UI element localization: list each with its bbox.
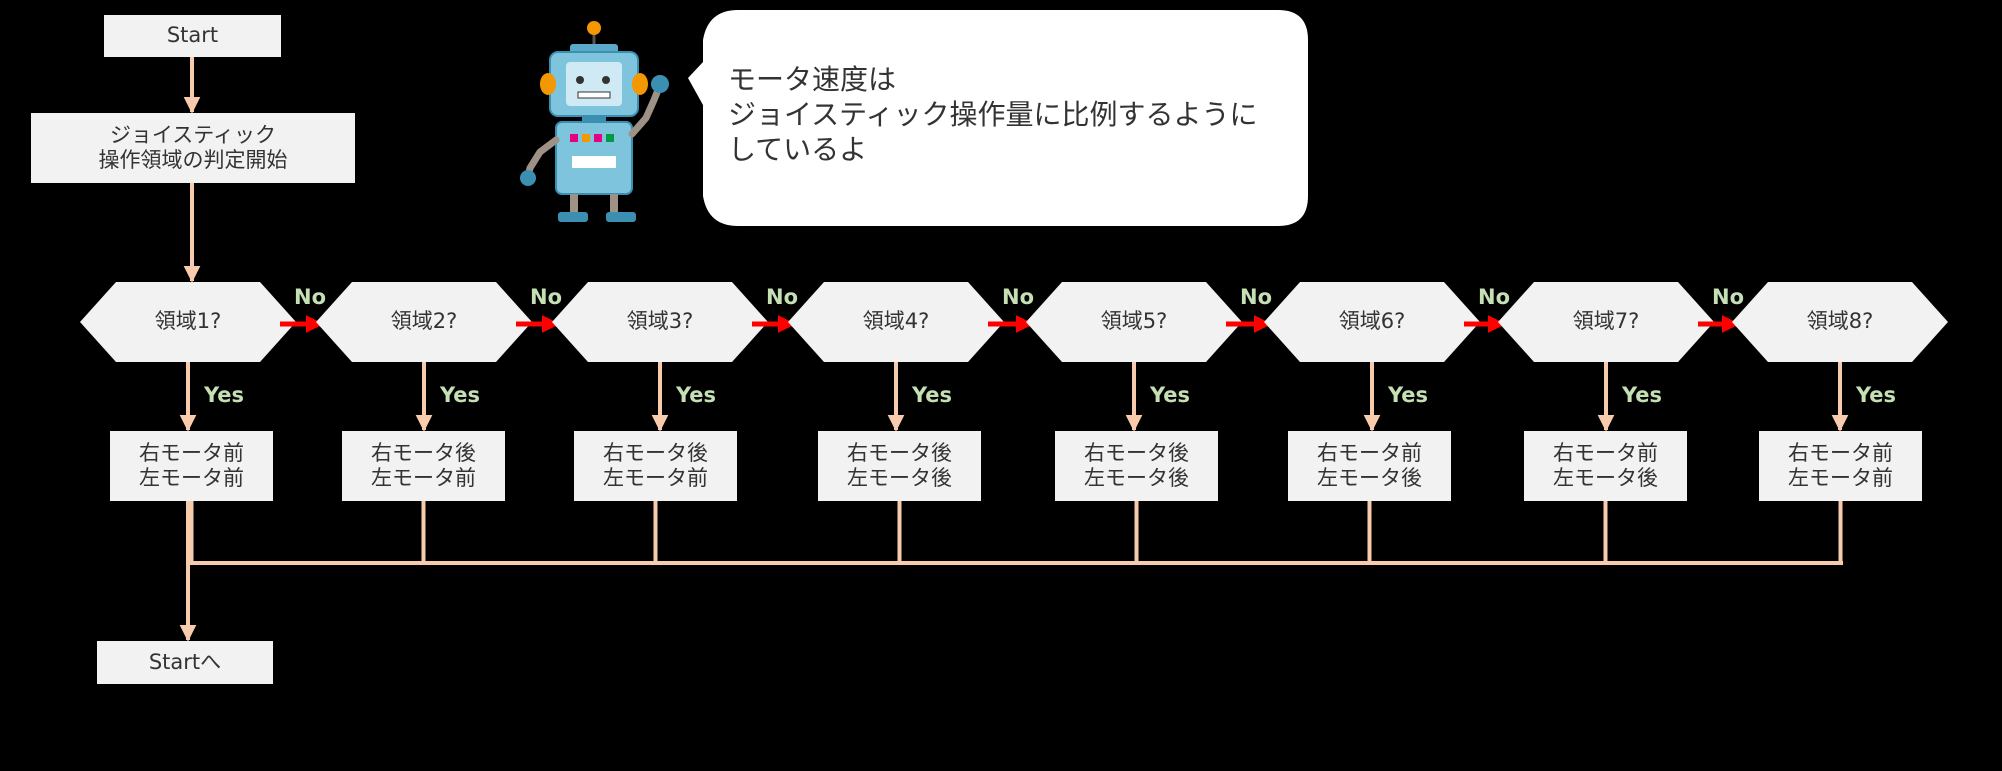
- decision-region-6-label: 領域6?: [1338, 309, 1406, 334]
- action-box-4-label: 右モータ後 左モータ後: [818, 431, 981, 501]
- no-label-5: No: [1240, 285, 1273, 309]
- yes-label-8: Yes: [1856, 383, 1897, 407]
- action-box-6-label: 右モータ前 左モータ後: [1288, 431, 1451, 501]
- speech-line-1: モータ速度は: [728, 63, 897, 96]
- action-box-7-label: 右モータ前 左モータ後: [1524, 431, 1687, 501]
- end-terminal: [97, 641, 273, 684]
- no-label-6: No: [1478, 285, 1511, 309]
- decision-region-1-label: 領域1?: [154, 309, 222, 334]
- decision-region-7-label: 領域7?: [1572, 309, 1640, 334]
- decision-region-7: [1498, 282, 1714, 362]
- decision-region-3-label: 領域3?: [626, 309, 694, 334]
- decision-region-2: [316, 282, 532, 362]
- decision-region-5-label: 領域5?: [1100, 309, 1168, 334]
- yes-label-2: Yes: [440, 383, 481, 407]
- decision-region-1: [80, 282, 296, 362]
- speech-bubble-text: モータ速度は ジョイスティック操作量に比例するように しているよ: [728, 62, 1308, 167]
- robot-character-icon: [520, 21, 669, 222]
- decision-region-3: [552, 282, 768, 362]
- decision-region-8-label: 領域8?: [1806, 309, 1874, 334]
- yes-label-3: Yes: [676, 383, 717, 407]
- decision-region-8: [1732, 282, 1948, 362]
- action-box-8-label: 右モータ前 左モータ前: [1759, 431, 1922, 501]
- no-label-4: No: [1002, 285, 1035, 309]
- action-box-2-label: 右モータ後 左モータ前: [342, 431, 505, 501]
- action-box-3-label: 右モータ後 左モータ前: [574, 431, 737, 501]
- yes-label-1: Yes: [204, 383, 245, 407]
- process-label: ジョイスティック 操作領域の判定開始: [98, 122, 288, 172]
- yes-label-5: Yes: [1150, 383, 1191, 407]
- no-label-2: No: [530, 285, 563, 309]
- speech-line-2: ジョイスティック操作量に比例するように: [728, 98, 1258, 131]
- action-box-1-label: 右モータ前 左モータ前: [110, 431, 273, 501]
- speech-line-3: しているよ: [728, 133, 868, 166]
- decision-region-4-label: 領域4?: [862, 309, 930, 334]
- start-terminal: [104, 15, 281, 57]
- decision-region-6: [1264, 282, 1480, 362]
- action-box-5-label: 右モータ後 左モータ後: [1055, 431, 1218, 501]
- yes-label-7: Yes: [1622, 383, 1663, 407]
- no-label-1: No: [294, 285, 327, 309]
- speech-bubble-shape: [688, 10, 1308, 226]
- yes-label-6: Yes: [1388, 383, 1429, 407]
- decision-region-2-label: 領域2?: [390, 309, 458, 334]
- process-judgement-start: [31, 113, 355, 183]
- yes-label-4: Yes: [912, 383, 953, 407]
- start-label: Start: [166, 23, 219, 48]
- no-label-3: No: [766, 285, 799, 309]
- decision-region-5: [1026, 282, 1242, 362]
- no-label-7: No: [1712, 285, 1745, 309]
- end-label: Startへ: [148, 649, 222, 674]
- decision-region-4: [788, 282, 1004, 362]
